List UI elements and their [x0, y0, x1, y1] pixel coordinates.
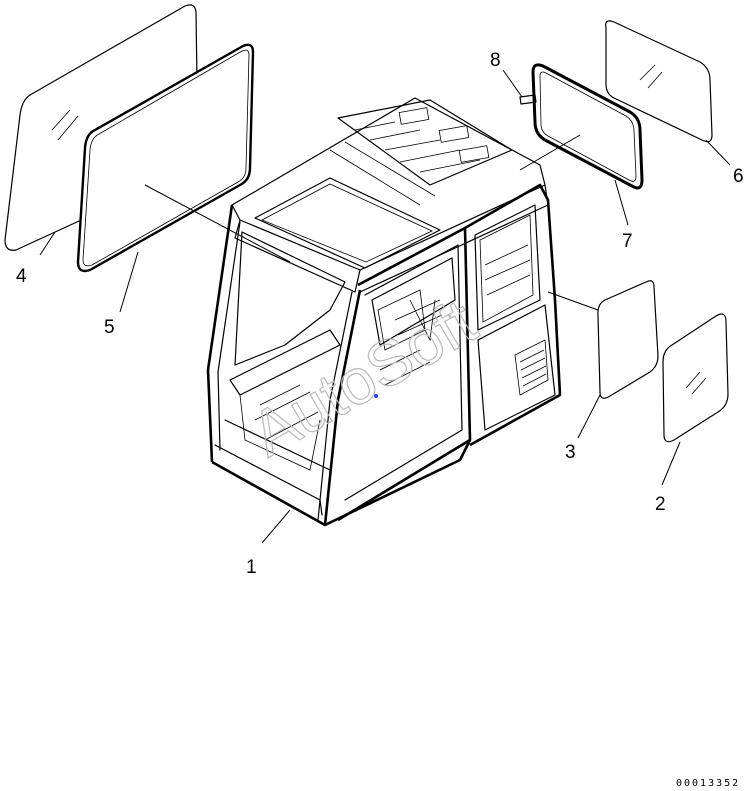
- glass-panel-5: [76, 43, 255, 273]
- watermark: AutoSoft: [239, 285, 488, 470]
- callout-5: 5: [104, 317, 115, 338]
- callout-3: 3: [565, 442, 576, 463]
- glass-panel-6: [605, 20, 713, 143]
- callout-6: 6: [733, 166, 744, 187]
- fastener-8: [519, 94, 537, 105]
- callout-7: 7: [622, 231, 633, 252]
- cab-frame: [206, 97, 562, 527]
- document-number: 00013352: [676, 778, 740, 789]
- callout-4: 4: [16, 266, 27, 287]
- glass-panel-2: [662, 313, 729, 443]
- seal-7: [531, 63, 644, 190]
- callout-1: 1: [246, 557, 257, 578]
- glass-panel-3: [597, 280, 659, 399]
- callout-2: 2: [655, 494, 666, 515]
- callout-8: 8: [490, 50, 501, 71]
- leader-lines: [39, 69, 731, 544]
